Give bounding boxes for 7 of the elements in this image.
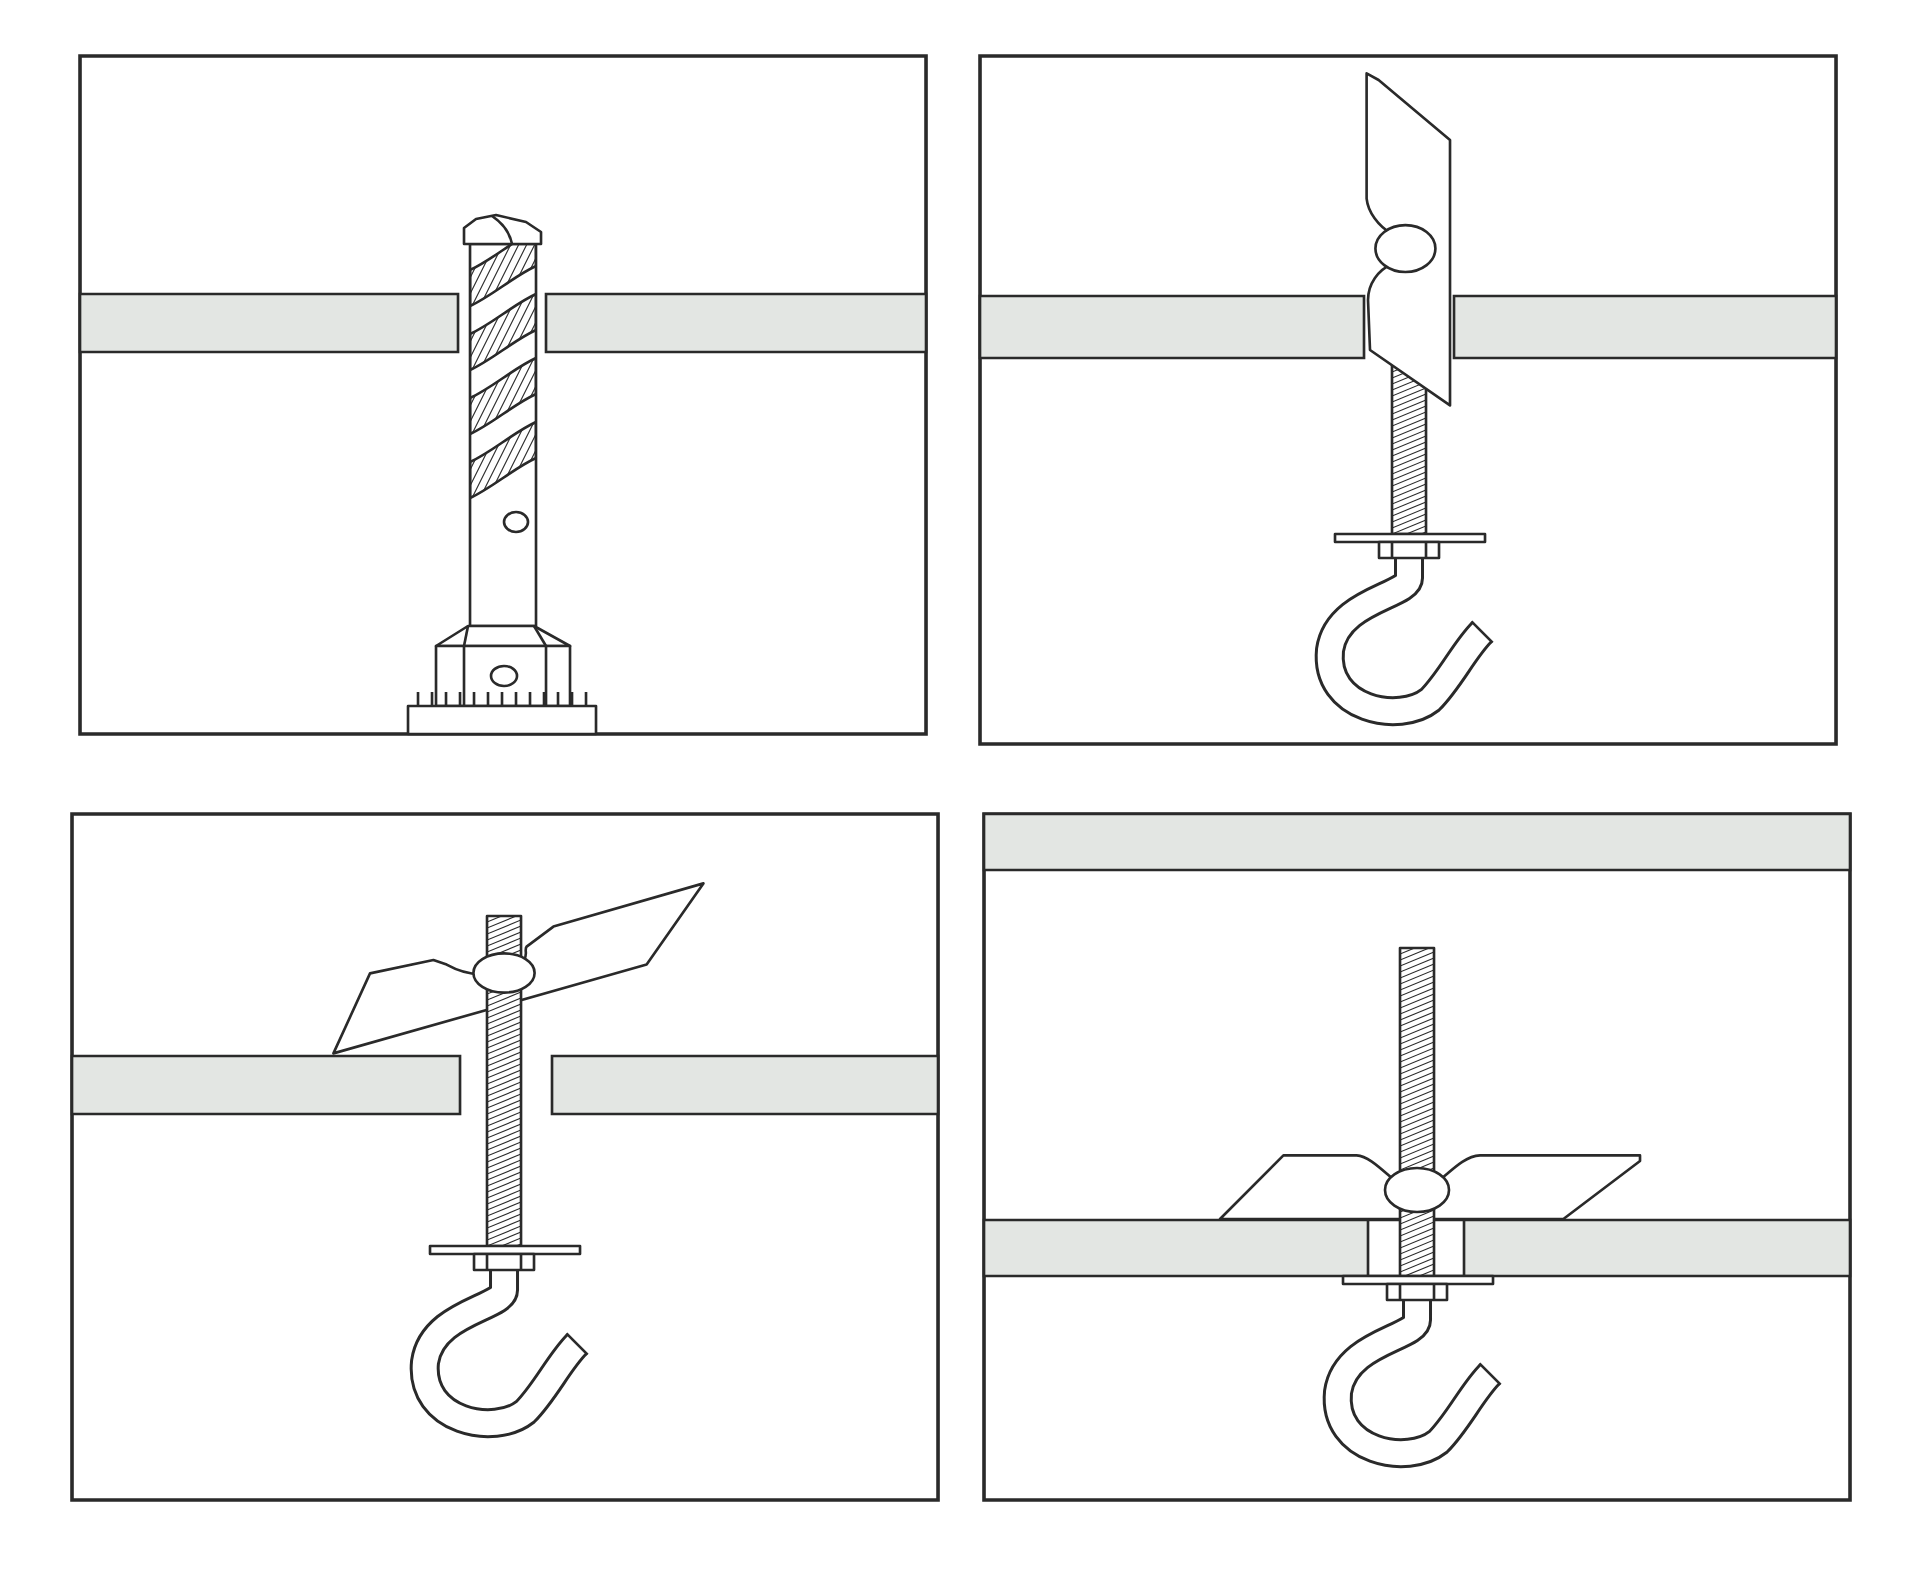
- board: [982, 812, 1852, 872]
- board: [544, 292, 928, 354]
- board: [70, 1054, 462, 1116]
- board: [78, 292, 460, 354]
- board: [550, 1054, 940, 1116]
- board: [1452, 294, 1838, 360]
- board: [978, 294, 1366, 360]
